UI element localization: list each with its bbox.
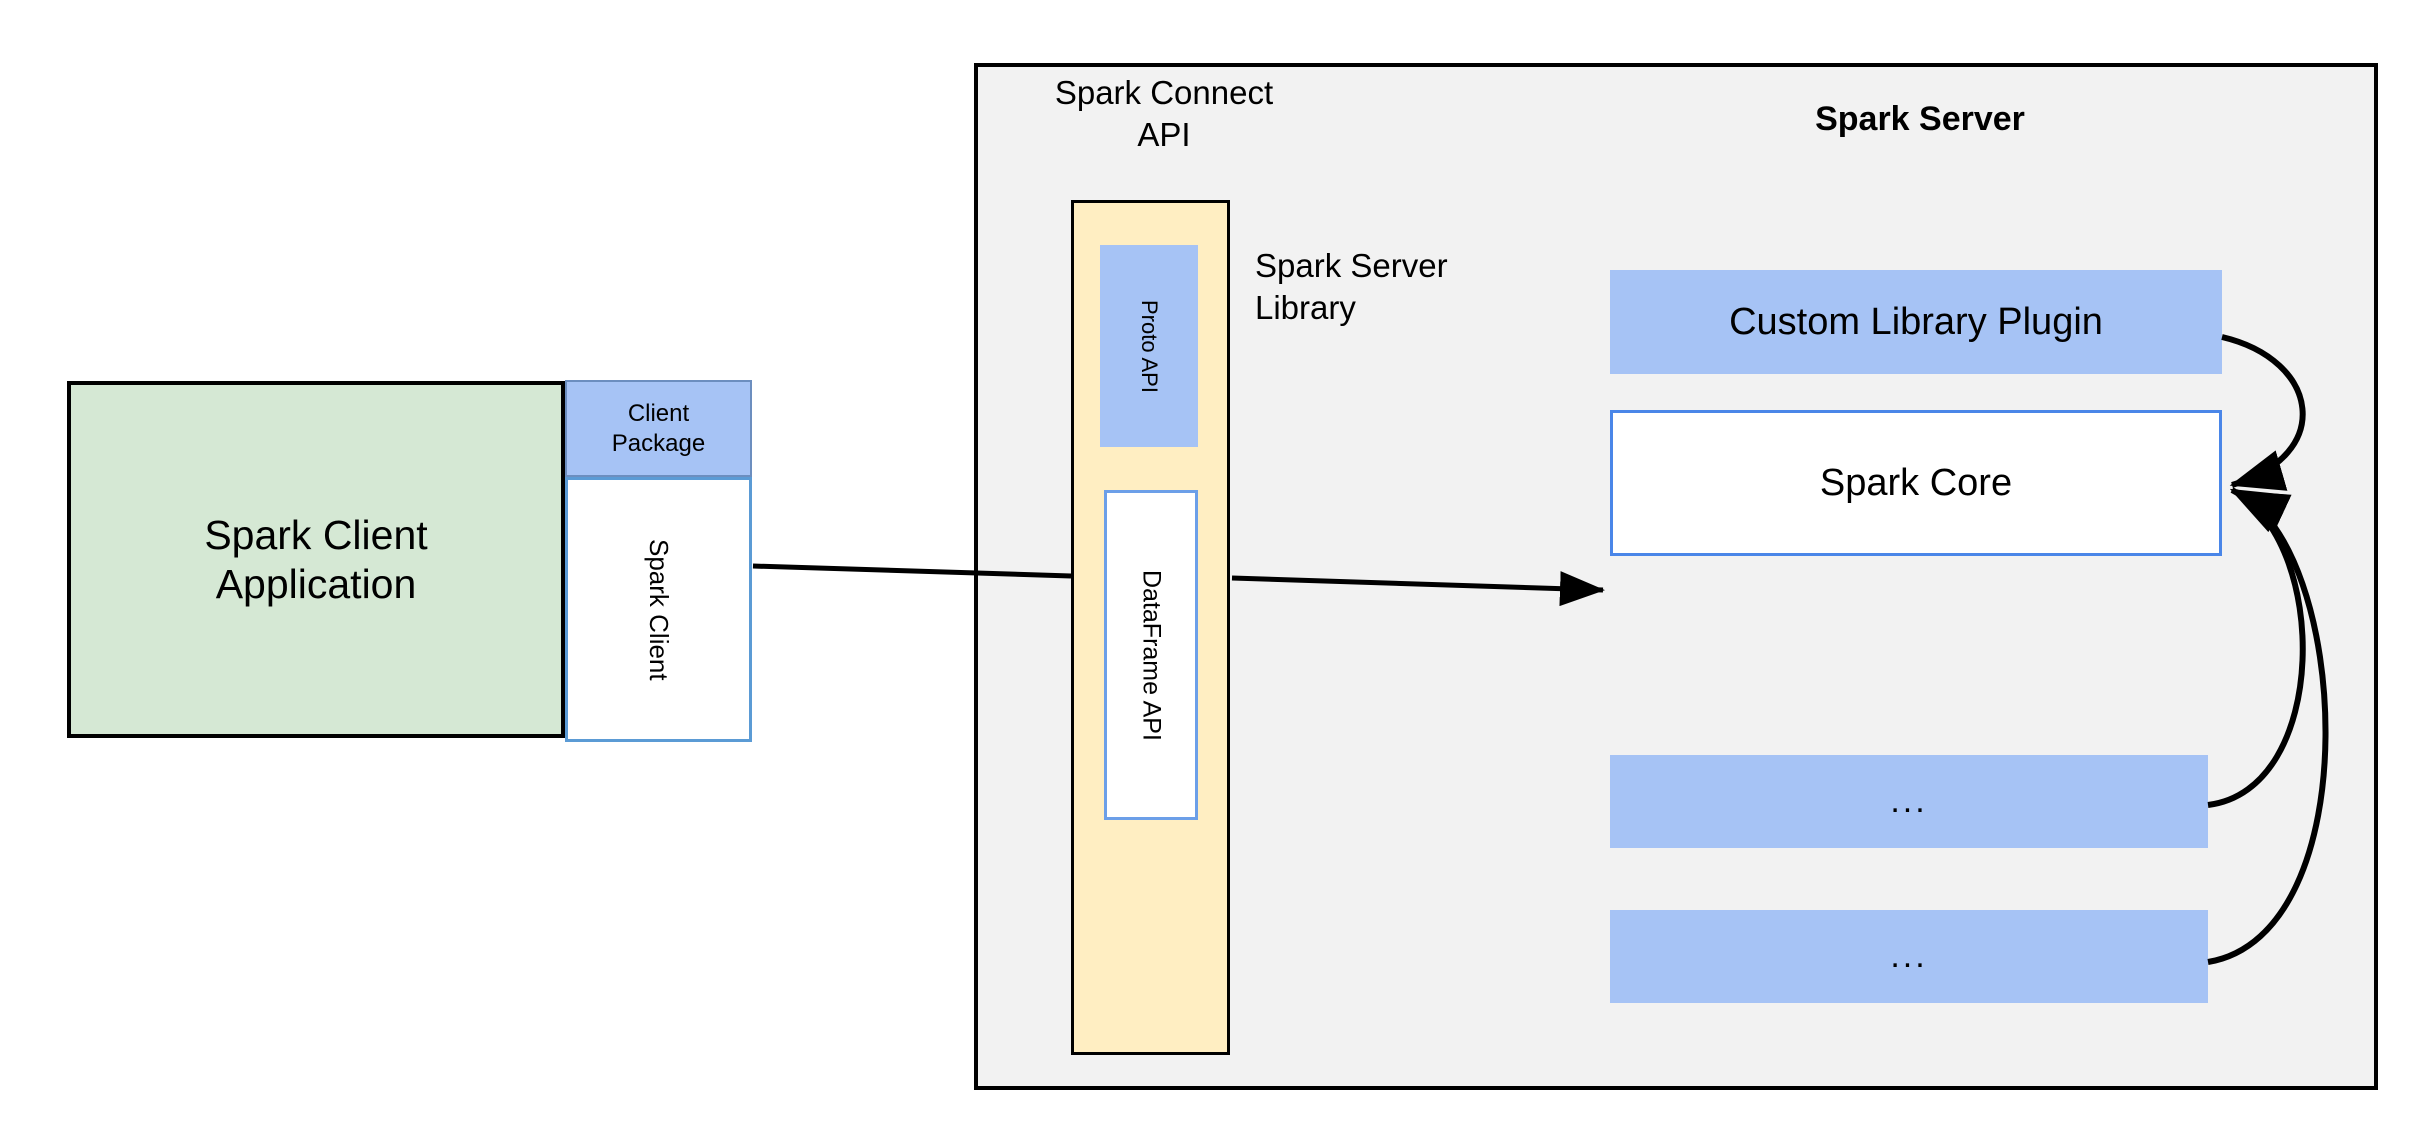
spark-client-application-box[interactable]: Spark Client Application [67, 381, 565, 738]
spark-core-label: Spark Core [1819, 461, 2013, 504]
spark-client-box[interactable]: Spark Client [565, 477, 752, 742]
dataframe-api-label: DataFrame API [1137, 569, 1166, 741]
spark-server-title: Spark Server [1815, 100, 2025, 138]
etc-label-1: ... [1890, 782, 1928, 821]
client-package-label: Client Package [611, 400, 706, 457]
custom-library-plugin-box[interactable]: Custom Library Plugin [1610, 270, 2222, 374]
proto-api-box[interactable]: Proto API [1100, 245, 1198, 447]
etc-label-2: ... [1890, 937, 1928, 976]
spark-server-library-label: Spark Server Library [1255, 247, 1448, 327]
spark-client-application-label: Spark Client Application [204, 512, 428, 607]
etc-box-2[interactable]: ... [1610, 910, 2208, 1003]
etc-box-1[interactable]: ... [1610, 755, 2208, 848]
proto-api-label: Proto API [1137, 299, 1162, 393]
spark-core-box[interactable]: Spark Core [1610, 410, 2222, 556]
client-package-box[interactable]: Client Package [565, 380, 752, 477]
dataframe-api-box[interactable]: DataFrame API [1104, 490, 1198, 820]
custom-library-plugin-label: Custom Library Plugin [1729, 300, 2103, 343]
spark-connect-api-label: Spark Connect API [1054, 74, 1274, 154]
spark-client-label: Spark Client [644, 538, 674, 681]
